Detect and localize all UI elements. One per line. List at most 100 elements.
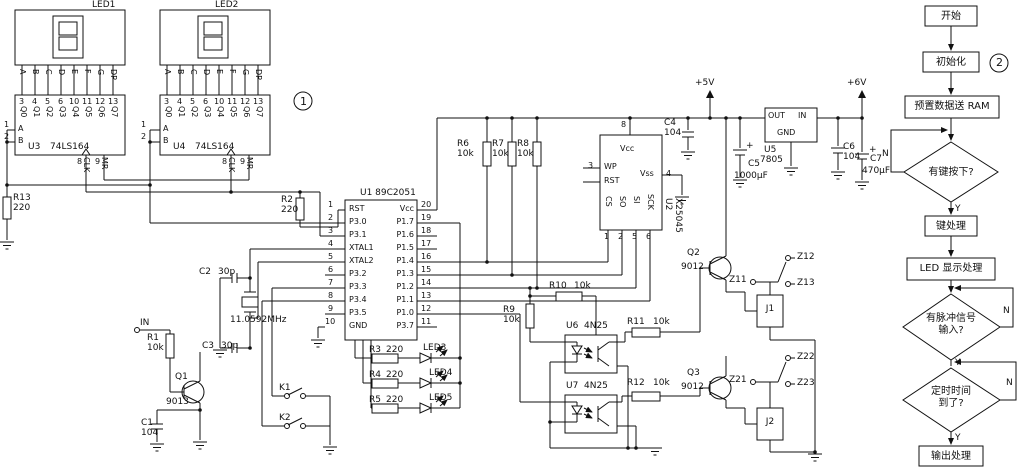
component-value: 10k: [147, 343, 164, 353]
terminal-label: Z21: [729, 375, 747, 385]
component-ref: U5: [764, 145, 777, 155]
component-ref: R12: [627, 378, 645, 388]
pin-label: OUT: [768, 111, 786, 120]
section-badge: 2: [996, 56, 1003, 69]
pin-number: 19: [421, 213, 432, 222]
pin-number: 9: [328, 304, 334, 313]
section-badge: 1: [300, 95, 307, 108]
pin-label: Q5: [229, 106, 238, 118]
pin-label: MR: [245, 157, 254, 170]
component-ref: U2: [663, 198, 673, 211]
pin-label: Q5: [84, 106, 93, 118]
component-part: 4N25: [584, 381, 608, 391]
component-value: 11.0592MHz: [230, 315, 287, 325]
component-value: 10k: [653, 317, 670, 327]
component-ref: Q1: [175, 372, 188, 382]
flow-decision-label: 定时时间: [931, 386, 971, 397]
pin-label: Q3: [203, 106, 212, 118]
component-ref: U4: [173, 142, 186, 152]
segment-pin-label: F: [228, 69, 237, 74]
component-value: 220: [386, 395, 404, 405]
flow-step-label: LED 显示处理: [919, 263, 983, 274]
flow-step-label: 输出处理: [931, 451, 971, 462]
segment-pin-label: D: [202, 69, 211, 76]
component-value: 104: [843, 152, 861, 162]
pin-label: P1.2: [396, 282, 414, 291]
pin-label: CLK: [82, 157, 91, 173]
pin-number: 13: [108, 97, 119, 106]
pin-number: 8: [328, 291, 334, 300]
segment-pin-label: B: [31, 69, 40, 75]
component-value: 10k: [503, 315, 520, 325]
component-ref: C4: [664, 118, 677, 128]
pin-number: 4: [32, 97, 38, 106]
pin-label: P1.3: [396, 269, 414, 278]
component-ref: LED5: [429, 393, 453, 403]
display-ref: LED2: [215, 0, 239, 10]
component-value: 30p: [221, 341, 239, 351]
branch-label: Y: [955, 204, 961, 214]
pin-label: P1.4: [396, 256, 414, 265]
pin-number: 12: [240, 97, 251, 106]
in-terminal-label: IN: [140, 318, 150, 328]
component-ref: Q2: [687, 248, 700, 258]
pin-number: 4: [177, 97, 183, 106]
branch-label: N: [882, 149, 889, 159]
pin-number: 17: [421, 239, 432, 248]
component-ref: R2: [281, 195, 293, 205]
segment-pin-label: F: [83, 69, 92, 74]
component-ref: U7: [566, 381, 579, 391]
component-value: 9012: [681, 382, 704, 392]
pin-label: Q7: [255, 106, 264, 118]
component-ref: U6: [566, 321, 579, 331]
component-ref: C7: [870, 154, 883, 164]
pin-number: 2: [328, 213, 334, 222]
component-part: 74LS164: [195, 142, 235, 152]
component-value: 30p: [218, 267, 236, 277]
pin-number: 13: [421, 291, 432, 300]
component-value: 220: [386, 370, 404, 380]
component-value: 9012: [681, 262, 704, 272]
pin-label: Q0: [164, 106, 173, 118]
pin-label: Q4: [71, 106, 80, 118]
pin-label: P3.1: [349, 230, 367, 239]
component-ref: R4: [369, 370, 381, 380]
component-ref: C5: [748, 159, 761, 169]
pin-number: 5: [45, 97, 51, 106]
component-ref: U1 89C2051: [360, 188, 416, 198]
pin-number: 8: [621, 120, 627, 129]
pin-number: 13: [253, 97, 264, 106]
component-ref: K2: [279, 413, 291, 423]
pin-label: Q1: [32, 106, 41, 118]
pin-label: P1.0: [396, 308, 414, 317]
pin-number: 1: [604, 232, 610, 241]
pin-label: P3.0: [349, 217, 367, 226]
pin-number: 1: [328, 200, 334, 209]
component-ref: R8: [517, 139, 529, 149]
flow-step-label: 初始化: [936, 57, 966, 68]
pin-number: 6: [328, 265, 334, 274]
segment-pin-label: G: [96, 69, 105, 76]
component-ref: R11: [627, 317, 645, 327]
pin-number: 11: [421, 317, 432, 326]
pin-number: 20: [421, 200, 432, 209]
pin-label: P1.5: [396, 243, 414, 252]
polarity-plus: +: [869, 145, 877, 155]
flow-step-label: 开始: [941, 11, 961, 22]
segment-pin-label: E: [70, 69, 79, 75]
flow-step-label: 预置数据送 RAM: [914, 101, 990, 112]
pin-number: 10: [69, 97, 80, 106]
pin-label: Q1: [177, 106, 186, 118]
component-ref: LED4: [429, 368, 453, 378]
component-ref: LED3: [423, 343, 447, 353]
pin-number: 6: [646, 232, 652, 241]
segment-pin-label: D: [57, 69, 66, 76]
pin-label: RST: [349, 204, 365, 213]
component-ref: C3: [202, 341, 215, 351]
pin-number: 4: [328, 239, 334, 248]
pin-label: P3.2: [349, 269, 367, 278]
pin-label: P3.3: [349, 282, 367, 291]
component-value: 10k: [653, 378, 670, 388]
